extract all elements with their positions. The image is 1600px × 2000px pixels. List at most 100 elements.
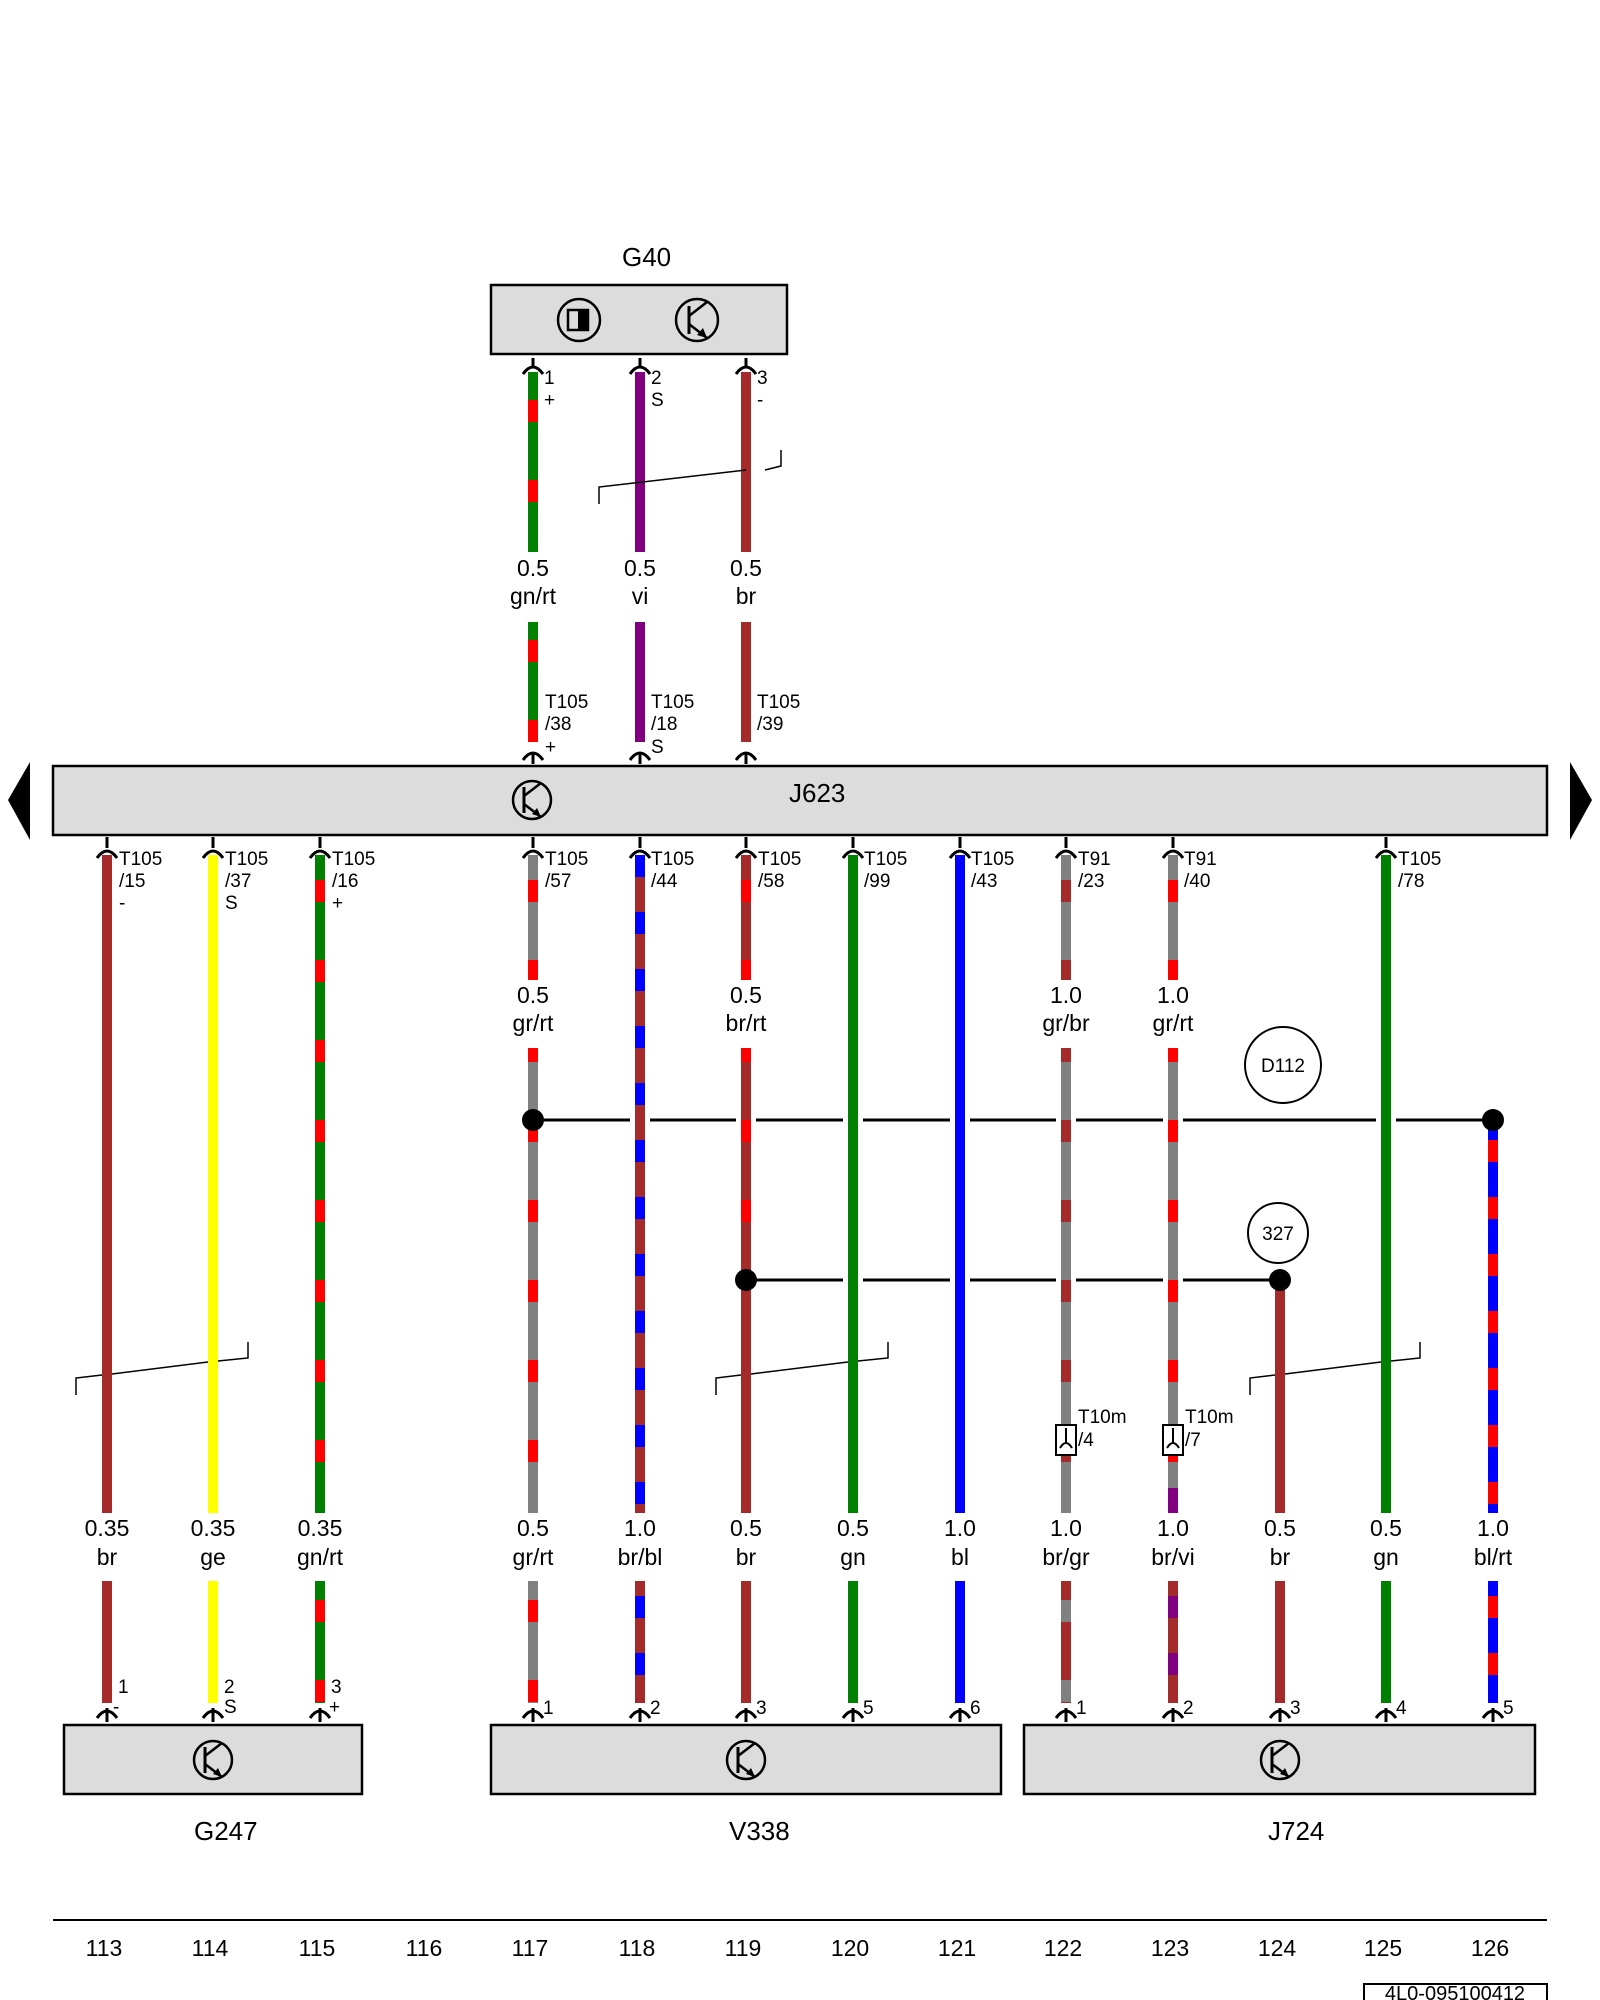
transistor-icon — [1259, 1739, 1301, 1781]
j623-pin-99-num: /99 — [864, 871, 890, 892]
wire-117-low — [528, 1581, 538, 1703]
wire-119-upper-color: br/rt — [726, 1010, 768, 1036]
j623-pin-t91-23-num: /23 — [1078, 871, 1104, 892]
wire-125 — [1381, 855, 1391, 1513]
j623-pin-78-conn: T105 — [1398, 849, 1441, 870]
g247-box — [62, 1723, 364, 1796]
grid-number: 119 — [725, 1935, 762, 1961]
wire-120-color: gn — [840, 1544, 866, 1570]
wire-g40-3 — [741, 372, 751, 552]
v338-pin2: 2 — [650, 1698, 661, 1719]
t10m-4-num: /4 — [1078, 1430, 1094, 1451]
t10m-7-num: /7 — [1185, 1430, 1201, 1451]
shield-bracket — [598, 450, 782, 504]
wire-114-color: ge — [200, 1544, 226, 1570]
wire-122-upper-gauge: 1.0 — [1050, 982, 1082, 1008]
t10m-7-conn: T10m — [1185, 1407, 1234, 1428]
j623-pin-44-num: /44 — [651, 871, 678, 892]
g40-wire1-gauge: 0.5 — [517, 555, 549, 581]
inline-connector-icon — [1055, 1424, 1077, 1456]
junction-dot — [1482, 1109, 1504, 1131]
wire-g40-1-low — [528, 622, 538, 742]
splice-d112-circle — [1244, 1026, 1322, 1104]
wire-122 — [1061, 1048, 1071, 1513]
g40-pin2-num: 2 — [651, 368, 662, 389]
j623-pin-78-num: /78 — [1398, 871, 1424, 892]
splice-d112-label: D112 — [1261, 1056, 1305, 1077]
v338-pin5: 5 — [863, 1698, 874, 1719]
wire-117-gauge: 0.5 — [517, 1515, 549, 1541]
arrow-right-icon — [1570, 762, 1592, 840]
grid-number: 122 — [1044, 1935, 1082, 1961]
grid-number: 114 — [192, 1935, 229, 1961]
j724-label: J724 — [1268, 1816, 1324, 1846]
g40-label: G40 — [622, 242, 671, 272]
j724-pin1: 1 — [1076, 1698, 1087, 1719]
splice-327-circle — [1247, 1202, 1309, 1264]
wire-118-color: br/bl — [618, 1544, 663, 1570]
junction-dot — [735, 1269, 757, 1291]
wire-121-gauge: 1.0 — [944, 1515, 976, 1541]
j724-pin3: 3 — [1290, 1698, 1301, 1719]
lower-wire-labels: 0.35 br 0.35 ge 0.35 gn/rt 0.5 gr/rt 1.0… — [85, 1515, 1513, 1570]
g247-pin2-sig: S — [224, 1697, 237, 1718]
j724-box — [1022, 1723, 1537, 1796]
g247-pin1-num: 1 — [118, 1677, 129, 1698]
j623-top-pin1-conn: T105 — [545, 692, 588, 713]
v338-pin1: 1 — [543, 1698, 554, 1719]
g247-pin2-num: 2 — [224, 1677, 235, 1698]
grid-number: 116 — [406, 1935, 443, 1961]
grid-number: 123 — [1151, 1935, 1189, 1961]
j623-top-pin2-num: /18 — [651, 714, 677, 735]
wire-118 — [635, 855, 645, 1513]
j623-pin-t91-23-conn: T91 — [1078, 849, 1111, 870]
wire-119-gauge: 0.5 — [730, 1515, 762, 1541]
wire-114 — [208, 855, 218, 1513]
wire-119 — [741, 1280, 751, 1513]
j623-pin-t91-40-conn: T91 — [1184, 849, 1217, 870]
wire-123-color: br/vi — [1151, 1544, 1194, 1570]
v338-pin6: 6 — [970, 1698, 981, 1719]
wire-115-low — [315, 1581, 325, 1703]
j623-top-pin1-num: /38 — [545, 714, 571, 735]
wire-119-color: br — [736, 1544, 757, 1570]
grid-number: 118 — [619, 1935, 656, 1961]
hall-sensor-icon — [556, 297, 602, 343]
transistor-icon — [725, 1739, 767, 1781]
transistor-icon — [674, 297, 720, 343]
doc-id: 4L0-095100412 — [1385, 1983, 1525, 2000]
j623-top-pin2-sig: S — [651, 737, 664, 758]
grid-number: 113 — [86, 1935, 123, 1961]
grid-number: 120 — [831, 1935, 869, 1961]
j623-pin-57-num: /57 — [545, 871, 571, 892]
wire-122-up — [1061, 855, 1071, 980]
j623-pin-16-num: /16 — [332, 871, 358, 892]
wire-124-gauge: 0.5 — [1264, 1515, 1296, 1541]
v338-pin3: 3 — [756, 1698, 767, 1719]
wire-115-gauge: 0.35 — [298, 1515, 343, 1541]
wire-118-gauge: 1.0 — [624, 1515, 656, 1541]
g40-pin1-num: 1 — [544, 368, 555, 389]
j623-top-pin3-num: /39 — [757, 714, 783, 735]
j623-pin-15-num: /15 — [119, 871, 145, 892]
wire-115 — [315, 855, 325, 1513]
j623-pin-57-conn: T105 — [545, 849, 588, 870]
j623-pin-43-conn: T105 — [971, 849, 1014, 870]
grid-number: 125 — [1364, 1935, 1402, 1961]
wire-123-gauge: 1.0 — [1157, 1515, 1189, 1541]
wire-123-low — [1168, 1581, 1178, 1703]
pin-connector-icon — [521, 358, 758, 375]
transistor-icon — [192, 1739, 234, 1781]
g40-wire3-gauge: 0.5 — [730, 555, 762, 581]
wire-125-gauge: 0.5 — [1370, 1515, 1402, 1541]
j623-pin-15-conn: T105 — [119, 849, 162, 870]
j724-pin5: 5 — [1503, 1698, 1514, 1719]
wire-117-color: gr/rt — [513, 1544, 555, 1570]
wire-124-color: br — [1270, 1544, 1291, 1570]
shield-bracket — [1249, 1342, 1421, 1395]
wire-125-low — [1381, 1581, 1391, 1703]
wire-119-low — [741, 1581, 751, 1703]
grid-number: 124 — [1258, 1935, 1297, 1961]
wire-114-low — [208, 1581, 218, 1703]
